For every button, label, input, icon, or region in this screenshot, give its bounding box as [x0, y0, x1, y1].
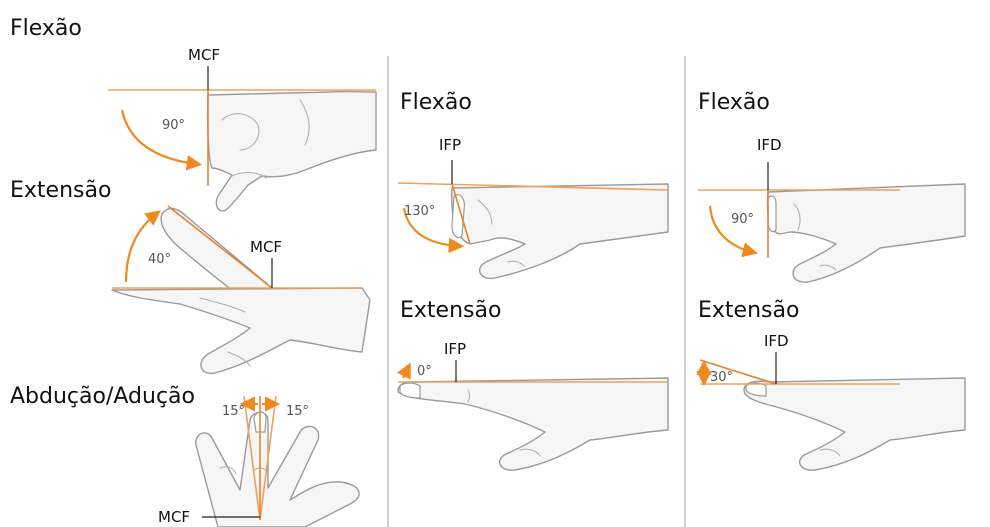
abduction-title: Abdução/Adução [10, 384, 195, 409]
ifp-extension-illustration [398, 360, 668, 470]
ifp-flexion-hand-shape [452, 184, 668, 278]
ifp-extension-angle: 0° [417, 364, 432, 379]
ifd-flexion-angle: 90° [731, 212, 754, 227]
ifd-extension-angle: 30° [710, 370, 733, 385]
mcf-extension-title: Extensão [10, 178, 111, 203]
ifp-extension-title: Extensão [400, 298, 501, 323]
ifp-flexion-joint-label: IFP [439, 136, 461, 154]
mcf-extension-angle: 40° [148, 252, 171, 267]
abduction-joint-label: MCF [158, 508, 190, 526]
abduction-illustration [196, 396, 359, 527]
ifp-extension-joint-label: IFP [444, 340, 466, 358]
mcf-flexion-title: Flexão [10, 16, 82, 41]
ifp-flexion-illustration [398, 160, 668, 278]
ifp-extension-arrow [403, 368, 408, 378]
ifd-flexion-joint-label: IFD [757, 136, 782, 154]
ifd-extension-title: Extensão [698, 298, 799, 323]
extension-hand-shape [112, 288, 370, 373]
mcf-flexion-angle: 90° [162, 118, 185, 133]
open-hand-shape [196, 413, 359, 527]
ifp-fingernail [452, 195, 464, 238]
ifp-extension-fingernail [400, 383, 420, 398]
mcf-extension-arc-arrow [126, 214, 156, 282]
mcf-extension-joint-label: MCF [250, 238, 282, 256]
ifd-flexion-title: Flexão [698, 90, 770, 115]
ifd-fingernail [768, 196, 776, 232]
fist-hand-shape [208, 92, 376, 211]
ifp-flexion-angle: 130° [404, 204, 435, 219]
ifp-extension-hand-shape [398, 378, 668, 470]
ifd-extension-hand-shape [744, 378, 965, 470]
mcf-flexion-joint-label: MCF [188, 46, 220, 64]
ifd-extension-illustration [700, 352, 965, 470]
ifd-extension-joint-label: IFD [764, 332, 789, 350]
abduction-angle-left: 15° [222, 404, 245, 419]
ifd-flexion-hand-shape [768, 184, 966, 282]
mcf-extension-illustration [112, 206, 370, 373]
ifp-flexion-title: Flexão [400, 90, 472, 115]
mcf-flexion-illustration [108, 66, 376, 211]
abduction-angle-right: 15° [286, 404, 309, 419]
